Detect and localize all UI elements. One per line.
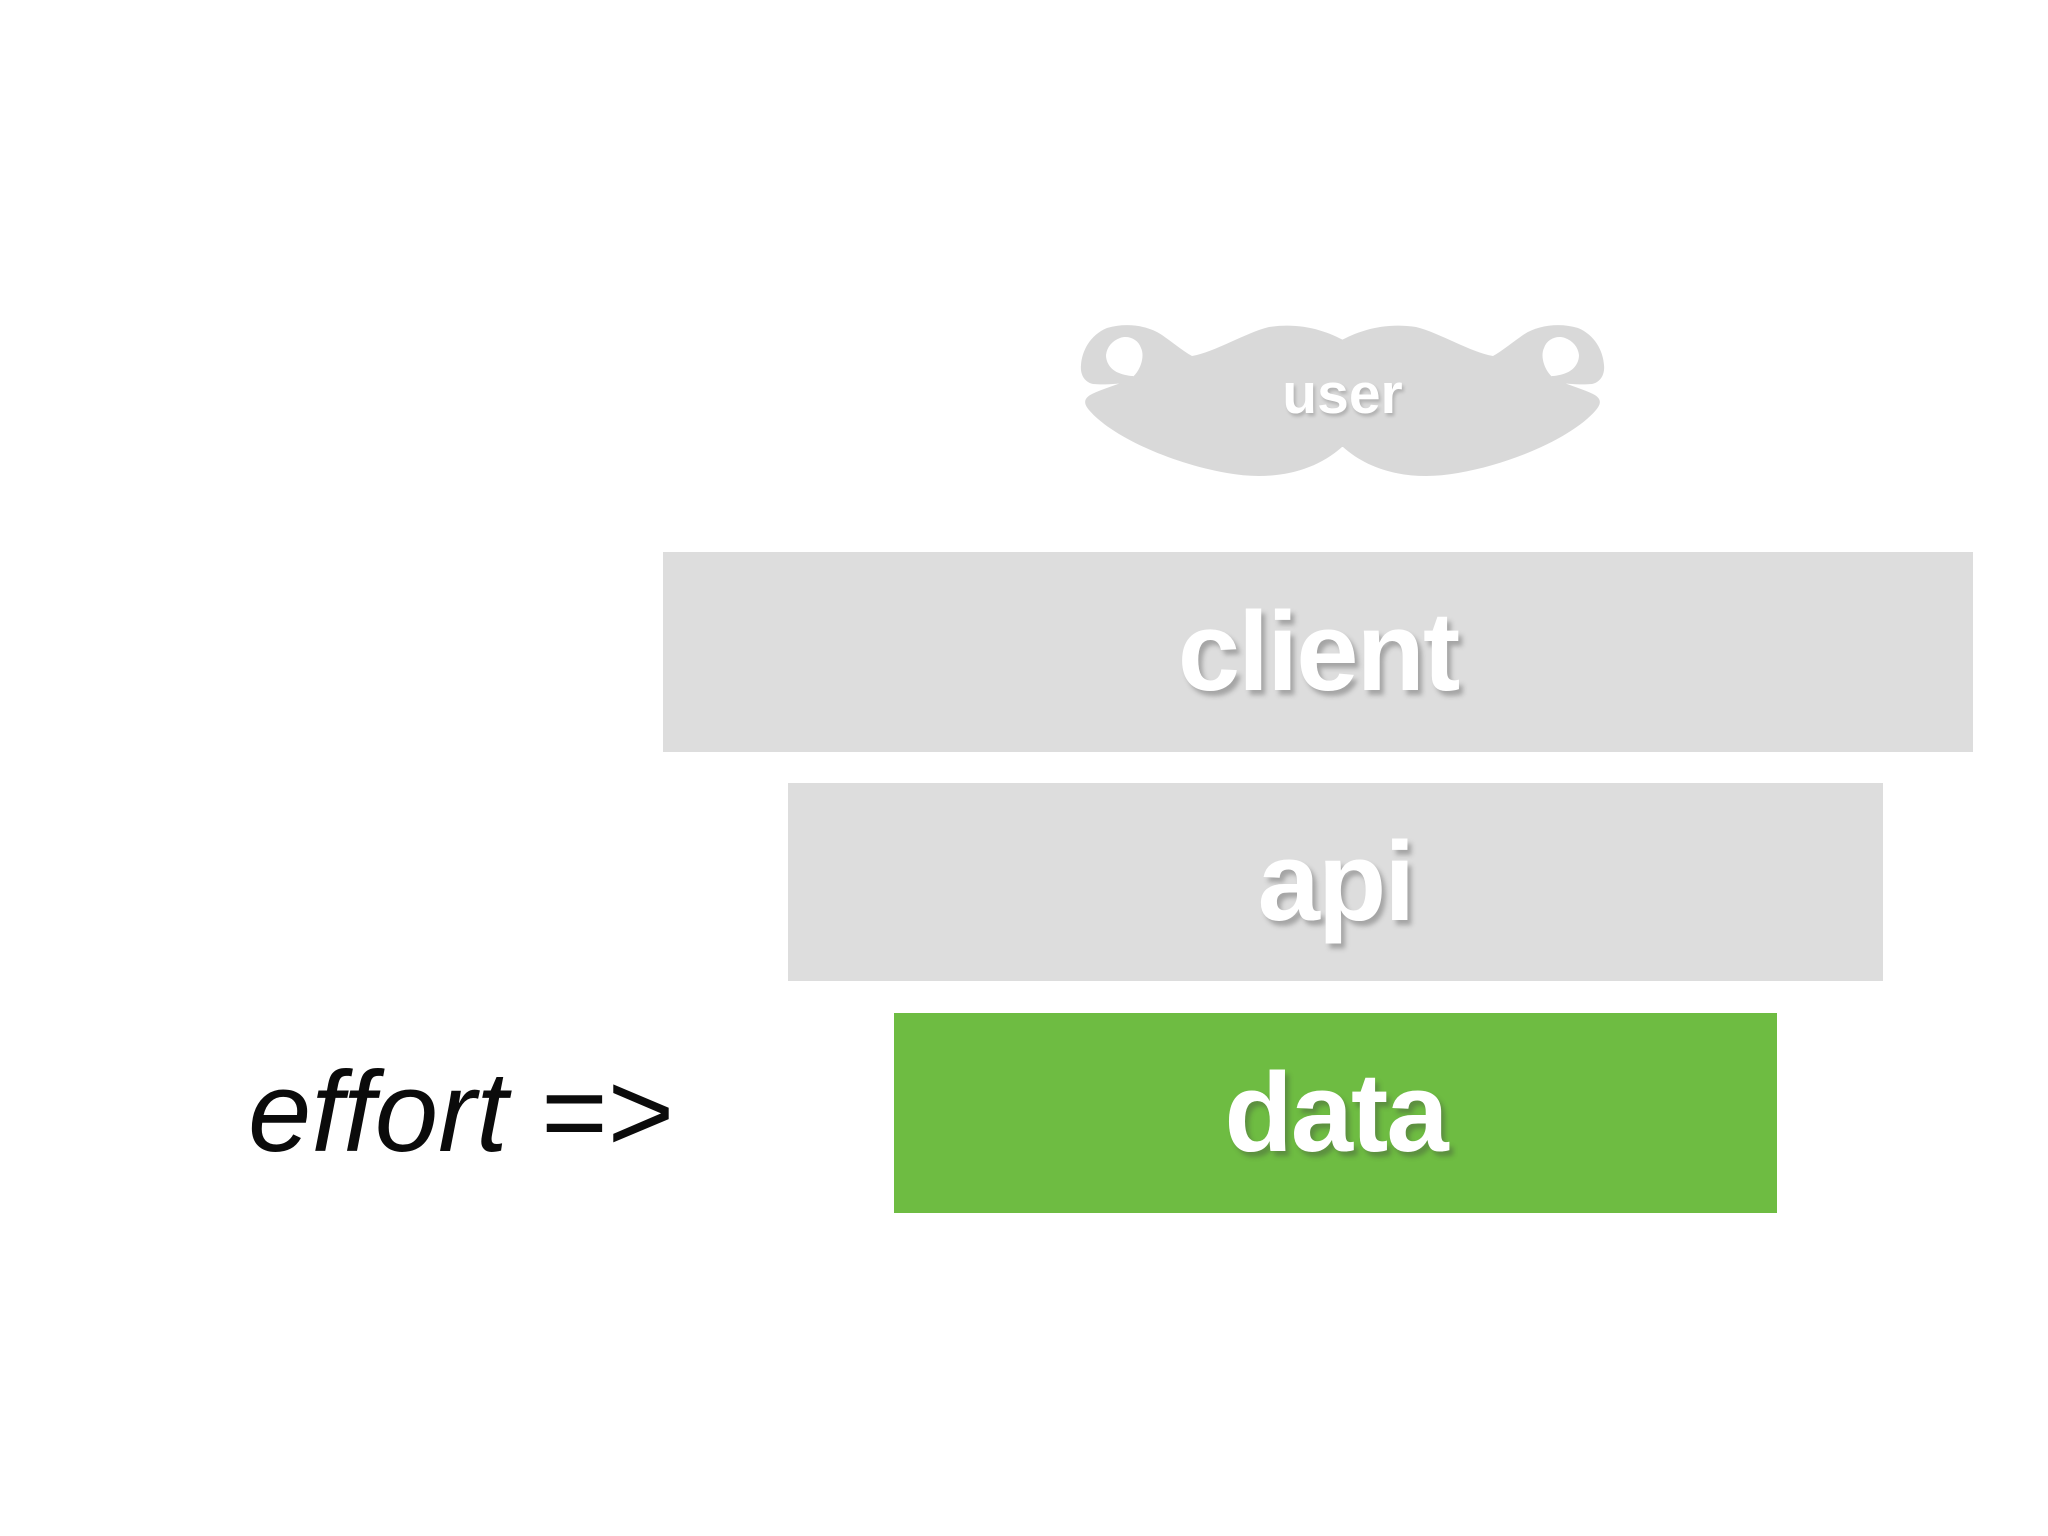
layer-label-client: client <box>1177 589 1461 714</box>
layer-label-data: data <box>1224 1050 1448 1175</box>
user-label: user <box>1282 362 1403 426</box>
layer-bar-api: api <box>788 783 1883 981</box>
layer-bar-client: client <box>663 552 1973 752</box>
layer-label-api: api <box>1257 819 1416 944</box>
layer-bar-data: data <box>894 1013 1777 1213</box>
effort-annotation: effort => <box>248 1049 673 1176</box>
